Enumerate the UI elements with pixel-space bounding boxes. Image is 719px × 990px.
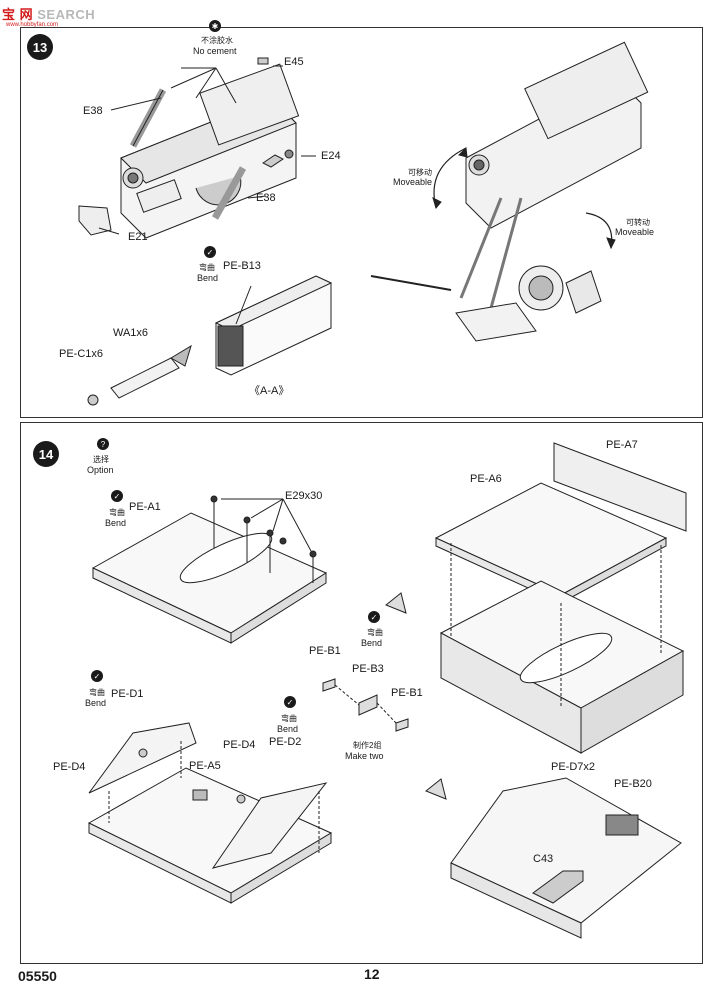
bend-label-en-pe-d1: Bend (85, 698, 107, 708)
bend-label-cn-pe-a1: 弯曲 (109, 508, 125, 517)
section-label-a-a: 《A-A》 (249, 385, 290, 397)
part-label-pe-a1: PE-A1 (129, 501, 161, 513)
part-label-pe-c1x6: PE-C1x6 (59, 348, 104, 360)
bend-label-en-step13: Bend (197, 273, 219, 283)
option-label-cn: 选择 (93, 455, 109, 464)
part-label-e21: E21 (128, 231, 148, 243)
make-two-label-cn: 制作2组 (353, 741, 382, 750)
bend-label-cn-pe-d2: 弯曲 (281, 714, 297, 723)
bend-label-en-pe-d2: Bend (277, 724, 299, 734)
part-label-pe-b1-left: PE-B1 (309, 645, 341, 657)
part-label-pe-b3: PE-B3 (352, 663, 384, 675)
bend-label-cn-pe-b3: 弯曲 (367, 628, 383, 637)
bend-icon-pe-b3: ✓ (368, 611, 380, 623)
watermark-url: www.hobbyfan.com (6, 22, 59, 28)
step-13-number: 13 (27, 34, 53, 60)
moveable-label-en-right: Moveable (615, 227, 655, 237)
part-label-e38-top: E38 (83, 105, 103, 117)
part-label-c43: C43 (533, 853, 554, 865)
bend-icon-pe-a1: ✓ (111, 490, 123, 502)
bend-label-en-pe-a1: Bend (105, 518, 127, 528)
part-label-pe-b13: PE-B13 (223, 260, 261, 272)
part-label-e24: E24 (321, 150, 341, 162)
step-14-number: 14 (33, 441, 59, 467)
part-label-pe-d1: PE-D1 (111, 688, 144, 700)
bend-label-cn-step13: 弯曲 (199, 263, 215, 272)
watermark-search: SEARCH (37, 7, 96, 22)
bend-label-en-pe-b3: Bend (361, 638, 383, 648)
page-number: 12 (364, 966, 380, 982)
part-label-e29x30: E29x30 (285, 490, 323, 502)
part-label-pe-d4-right: PE-D4 (223, 739, 256, 751)
part-label-pe-a7: PE-A7 (606, 439, 638, 451)
bend-label-cn-pe-d1: 弯曲 (89, 688, 105, 697)
watermark-brand: 宝 网 (2, 7, 34, 22)
part-label-wa1x6: WA1x6 (113, 327, 149, 339)
watermark: 宝 网 SEARCH (2, 4, 95, 23)
no-cement-label-en: No cement (193, 46, 237, 56)
part-label-e45: E45 (284, 56, 304, 68)
moveable-label-en-left: Moveable (393, 177, 433, 187)
part-label-pe-a5: PE-A5 (189, 760, 221, 772)
step-13-panel: 13 ✱ 不涂胶水 No cement E45 E38 E24 E38 E21 … (20, 20, 703, 418)
part-label-e38-bottom: E38 (256, 192, 276, 204)
moveable-label-cn-left: 可移动 (408, 168, 432, 177)
bend-icon-pe-d2: ✓ (284, 696, 296, 708)
part-label-pe-b20: PE-B20 (614, 778, 652, 790)
option-label-en: Option (87, 465, 114, 475)
bend-icon-step13: ✓ (204, 246, 216, 258)
bend-icon-pe-d1: ✓ (91, 670, 103, 682)
part-label-pe-b1-right: PE-B1 (391, 687, 423, 699)
part-label-pe-d2: PE-D2 (269, 736, 302, 748)
product-code: 05550 (18, 968, 57, 984)
part-label-pe-d4-left: PE-D4 (53, 761, 86, 773)
step-14-drawing (87, 442, 687, 939)
step-13-drawing (78, 41, 649, 406)
make-two-label-en: Make two (345, 751, 384, 761)
step-14-panel: 14 ? 选择 Option ✓ 弯曲 Bend PE-A1 E29x30 PE… (20, 422, 703, 964)
no-cement-label-cn: 不涂胶水 (201, 36, 233, 45)
part-label-pe-a6: PE-A6 (470, 473, 502, 485)
part-label-pe-d7x2: PE-D7x2 (551, 761, 596, 773)
option-icon: ? (97, 438, 109, 450)
moveable-label-cn-right: 可转动 (626, 218, 650, 227)
no-cement-icon: ✱ (209, 20, 221, 32)
